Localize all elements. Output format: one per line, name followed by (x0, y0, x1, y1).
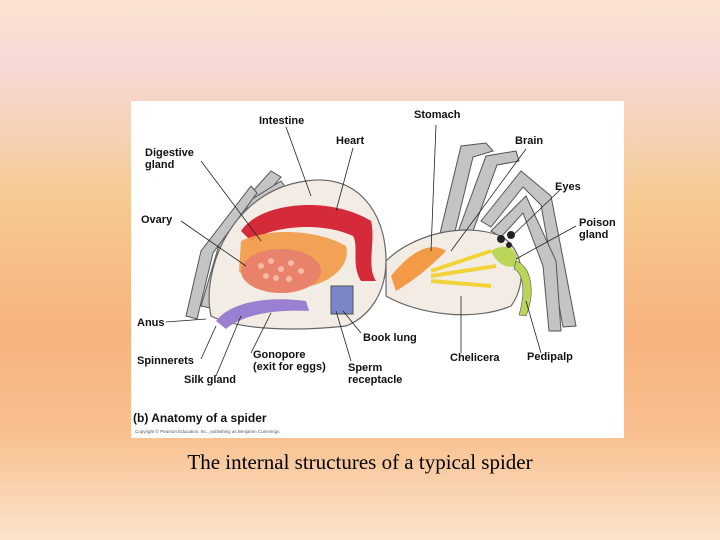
poison-gland-organ (491, 246, 517, 267)
heart-organ (241, 204, 376, 281)
figure-copyright: Copyright © Pearson Education, Inc., pub… (135, 429, 281, 434)
silk-gland-organ (216, 299, 309, 329)
eyes-organ (497, 231, 515, 248)
label-poison-gland: Poison gland (579, 217, 616, 241)
slide-caption: The internal structures of a typical spi… (187, 450, 533, 474)
book-lung-organ (330, 285, 354, 315)
label-heart: Heart (336, 135, 365, 147)
label-silk-gland: Silk gland (184, 374, 236, 386)
label-chelicera: Chelicera (450, 352, 500, 364)
label-brain: Brain (515, 135, 544, 147)
label-intestine: Intestine (259, 115, 305, 127)
leader-lines (165, 124, 577, 377)
label-pedipalp: Pedipalp (527, 351, 573, 363)
spider-illustration (165, 124, 577, 377)
nerve-cords (430, 249, 497, 288)
figure-title: (b) Anatomy of a spider (133, 411, 267, 425)
ovary-eggs (258, 258, 304, 282)
label-spinnerets: Spinnerets (137, 355, 194, 367)
label-ovary: Ovary (141, 214, 173, 226)
label-sperm-receptacle: Sperm receptacle (348, 362, 403, 386)
stomach-organ (391, 247, 446, 291)
label-gonopore: Gonopore (exit for eggs) (253, 349, 326, 373)
label-digestive-gland: Digestive gland (145, 147, 194, 171)
label-stomach: Stomach (414, 109, 461, 121)
label-anus: Anus (137, 317, 165, 329)
label-book-lung: Book lung (363, 332, 417, 344)
spider-anatomy-figure: Intestine Stomach Heart Brain Digestive … (131, 101, 624, 438)
label-eyes: Eyes (555, 181, 581, 193)
pedipalp-organ (513, 260, 532, 317)
